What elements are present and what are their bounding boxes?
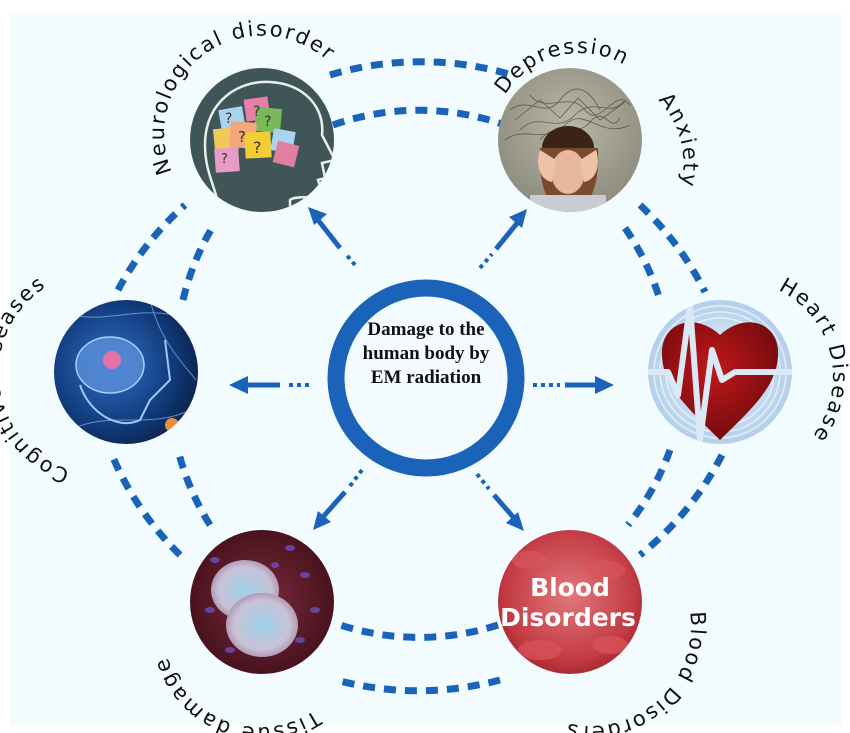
svg-text:?: ? [253, 138, 262, 157]
outer-ring-bottom [335, 676, 501, 695]
heart-image [648, 300, 792, 444]
svg-text:?: ? [225, 111, 232, 127]
tissue-image [190, 530, 334, 674]
inner-ring-top [331, 106, 507, 129]
arrow-to-tissue [313, 468, 364, 530]
inner-ring-bottom-right [625, 448, 674, 528]
arrows [229, 207, 614, 531]
arrow-to-cognitive [229, 376, 309, 394]
arrow-to-blood [475, 472, 524, 531]
arrow-to-neurological [308, 207, 357, 267]
inner-ring-top-left [179, 226, 216, 301]
inner-ring-bottom [338, 621, 500, 641]
svg-text:?: ? [238, 128, 246, 146]
outer-ring-bottom-right [637, 453, 726, 558]
svg-text:?: ? [253, 104, 260, 120]
node-blood: Blood Disorders Blood Disorders [498, 530, 708, 733]
inner-ring-top-right [622, 226, 664, 302]
connector-rings [108, 58, 726, 695]
label-anxiety: Anxiety [654, 88, 702, 190]
center-node [327, 279, 525, 477]
svg-text:?: ? [264, 114, 271, 130]
outer-ring-top-left [114, 202, 188, 292]
neurological-image: ? ? ? ? ? ? [190, 68, 334, 212]
arrow-to-depression [478, 209, 527, 270]
center-title: Damage to the human body by EM radiation [336, 318, 516, 390]
cognitive-image [54, 300, 198, 444]
blood-image: Blood Disorders [498, 530, 642, 674]
node-tissue: Tissue damage [149, 530, 334, 733]
blood-overlay-line1: Blood [530, 573, 610, 602]
node-cognitive: Cognitive diseases [0, 270, 198, 488]
outer-ring-top [329, 58, 513, 79]
outer-ring-top-right [637, 202, 709, 294]
center-title-line-1: Damage to the [367, 319, 485, 340]
depression-image [498, 68, 642, 212]
outer-ring-bottom-left [108, 453, 183, 558]
center-title-line-2: human body by [362, 343, 490, 364]
node-depression: Depression Anxiety [490, 34, 702, 212]
blood-overlay-line2: Disorders [500, 603, 636, 632]
center-title-line-3: EM radiation [370, 367, 482, 388]
node-neurological: ? ? ? ? ? ? Neurological disorder [145, 17, 339, 212]
arrow-to-heart [533, 376, 614, 394]
inner-ring-bottom-left [174, 449, 213, 527]
svg-text:?: ? [221, 152, 228, 167]
node-heart: Heart Disease [648, 273, 850, 448]
